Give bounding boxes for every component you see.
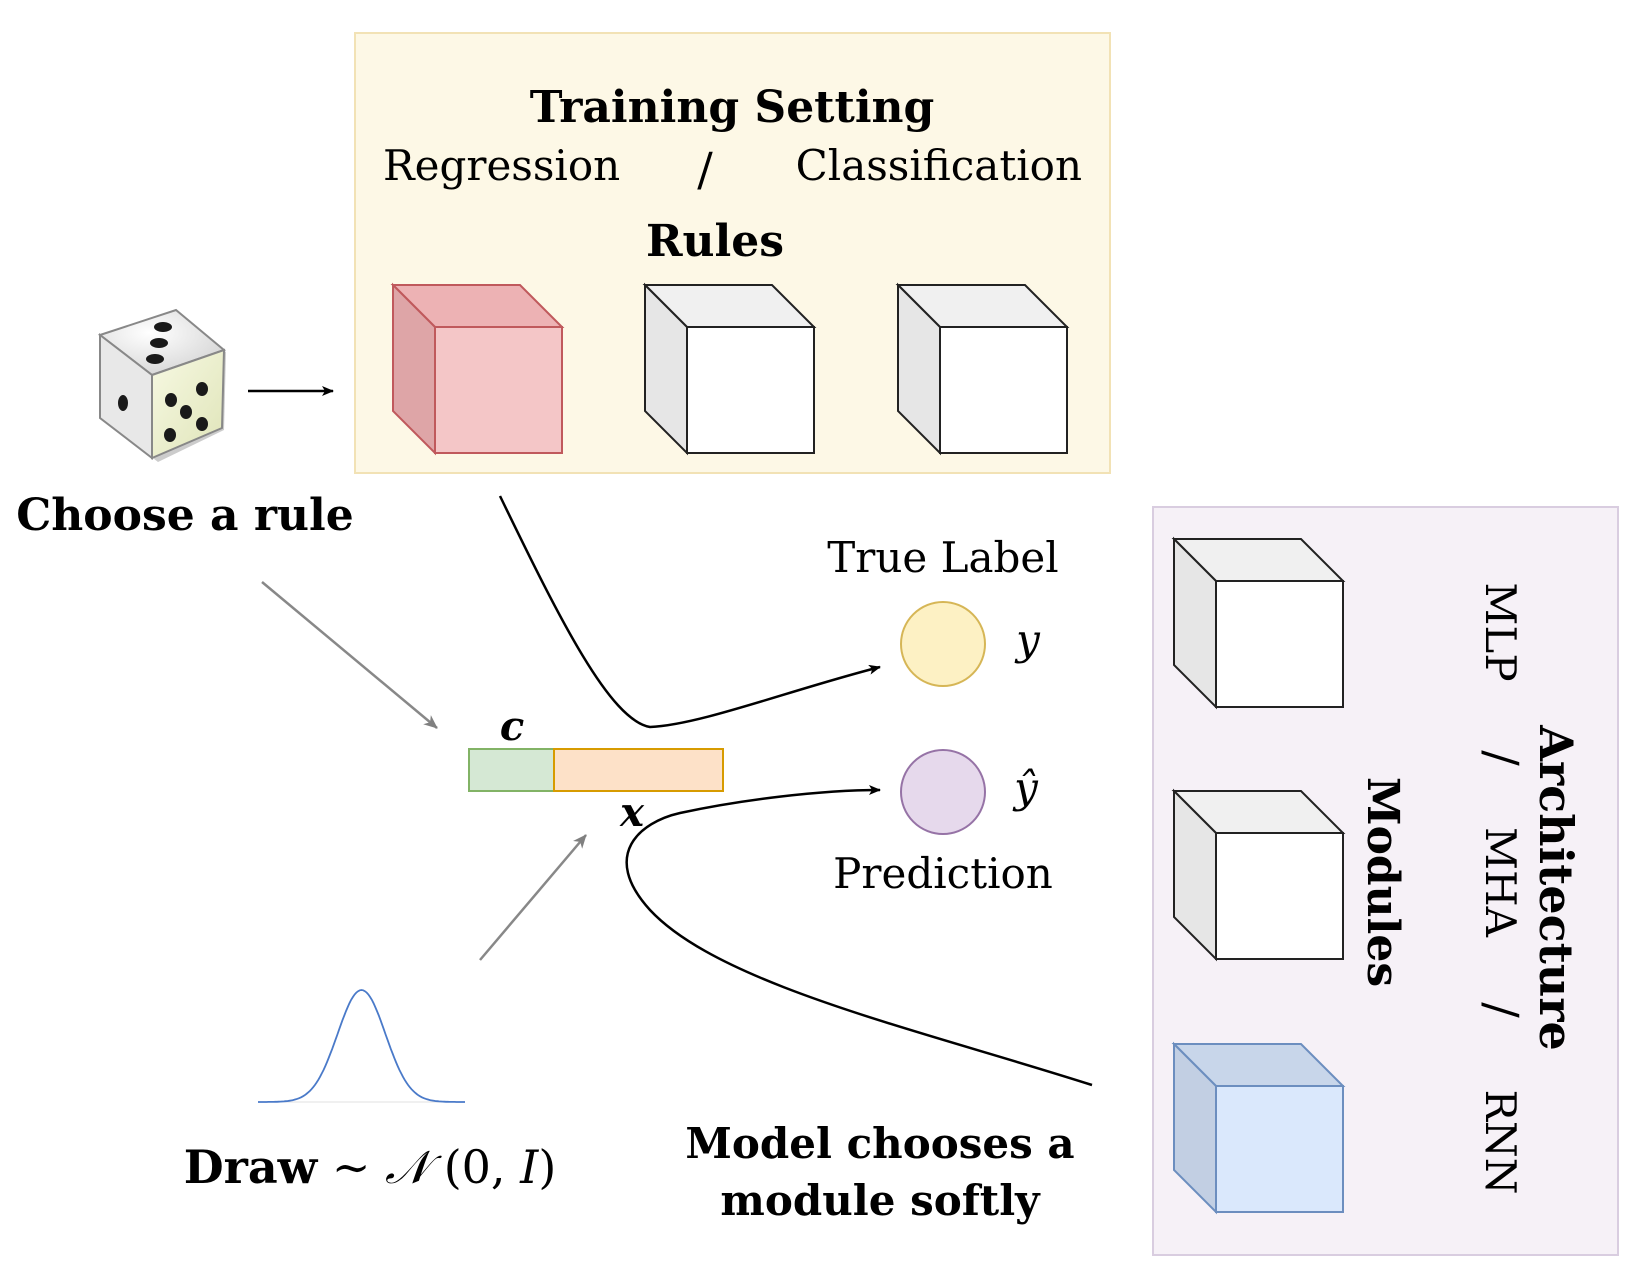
- rule-to-label-curve: [498, 495, 881, 729]
- module-to-prediction-curve: [625, 785, 1093, 1087]
- true-label-group: True Label y: [827, 533, 1059, 687]
- model-caption-line2: module softly: [720, 1176, 1041, 1225]
- true-label-symbol: y: [1014, 615, 1041, 664]
- architecture-separator-2: /: [1475, 1002, 1529, 1018]
- true-label-node: [900, 601, 986, 687]
- module-cube: [1171, 536, 1346, 710]
- sample-to-input-arrow: [479, 834, 587, 961]
- rule-cube-selected: [390, 282, 565, 456]
- draw-caption-prefix: Draw: [184, 1140, 319, 1194]
- draw-caption-tilde: ∼: [332, 1140, 371, 1194]
- architecture-title: Architecture: [1529, 724, 1583, 1051]
- prediction-node: [900, 749, 986, 835]
- prediction-caption: Prediction: [833, 849, 1053, 898]
- rnn-label: RNN: [1476, 1089, 1525, 1194]
- architecture-panel: Modules MLP / MHA / RNN Architecture: [1152, 506, 1619, 1256]
- choose-rule-caption: Choose a rule: [16, 490, 354, 541]
- mlp-label: MLP: [1476, 582, 1525, 681]
- architecture-separator-1: /: [1475, 750, 1529, 766]
- dice-icon: [97, 308, 226, 462]
- prediction-symbol: ŷ: [1012, 763, 1039, 812]
- true-label-caption: True Label: [827, 533, 1058, 582]
- rule-cube: [895, 282, 1070, 456]
- rule-to-context-arrow: [261, 581, 438, 729]
- training-setting-panel: Training Setting Regression / Classifica…: [354, 32, 1111, 474]
- rule-cube: [642, 282, 817, 456]
- regression-label: Regression: [383, 141, 620, 190]
- classification-label: Classification: [796, 141, 1082, 190]
- module-cube-selected: [1171, 1041, 1346, 1215]
- draw-caption-args: (0, 𝐼): [444, 1140, 557, 1194]
- mha-label: MHA: [1476, 827, 1525, 938]
- rules-title: Rules: [646, 216, 784, 267]
- modules-title: Modules: [1357, 777, 1408, 987]
- module-cube: [1171, 788, 1346, 962]
- context-segment: [468, 748, 555, 792]
- context-label: c: [500, 703, 524, 750]
- input-segment: [553, 748, 724, 792]
- gaussian-curve-icon: [258, 989, 465, 1103]
- input-label: x: [619, 789, 645, 836]
- training-setting-separator: /: [697, 142, 713, 196]
- draw-caption: Draw ∼ 𝒩 (0, 𝐼): [184, 1140, 557, 1194]
- prediction-group: ŷ Prediction: [833, 749, 1053, 898]
- model-caption-line1: Model chooses a: [685, 1119, 1074, 1168]
- draw-caption-dist: 𝒩: [385, 1140, 442, 1194]
- input-vector: c x: [468, 703, 724, 836]
- training-setting-title: Training Setting: [530, 82, 935, 133]
